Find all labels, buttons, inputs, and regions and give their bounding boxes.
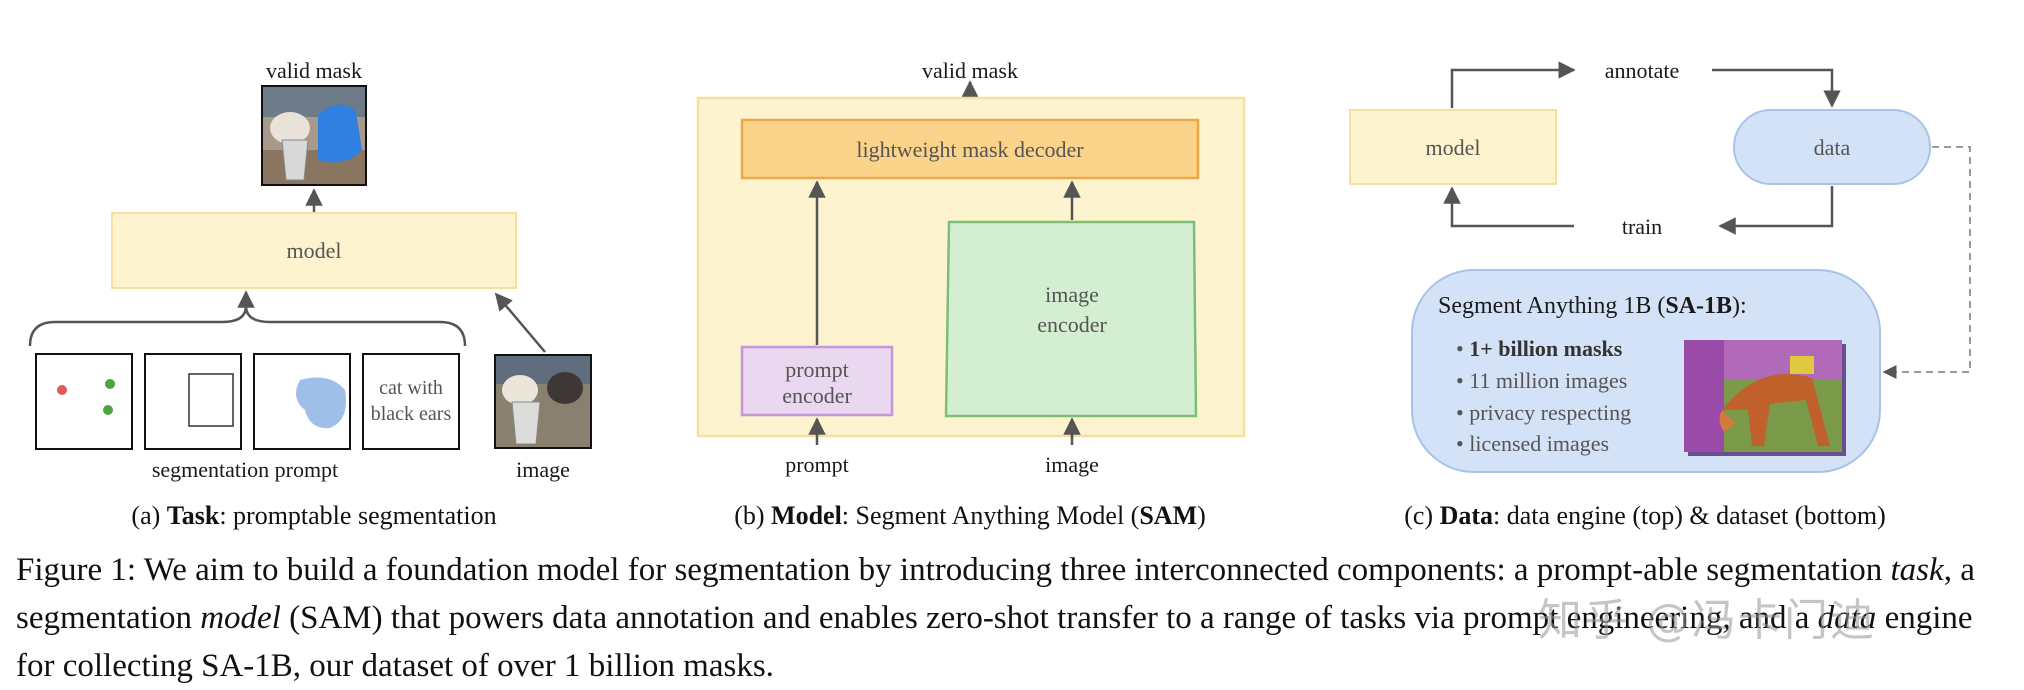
dataset-sample-image (1684, 340, 1846, 456)
train-label: train (1622, 214, 1662, 239)
figure-label: Figure 1: (16, 552, 137, 588)
mask-decoder-box (740, 118, 1200, 180)
input-image-a (494, 354, 592, 449)
image-encoder-box (944, 220, 1198, 418)
bullet-4: • licensed images (1456, 431, 1609, 456)
image-encoder-label-2: encoder (1037, 312, 1107, 337)
valid-mask-label-a: valid mask (266, 58, 362, 83)
figure-diagram: valid mask model cat with black ears (28, 58, 1971, 530)
prompt-brace (28, 305, 467, 347)
dataset-title: Segment Anything 1B (SA-1B): (1438, 293, 1747, 319)
annotate-label: annotate (1605, 58, 1680, 83)
figure-caption: Figure 1: We aim to build a foundation m… (16, 552, 1975, 684)
text-prompt-line1: cat with (379, 377, 443, 399)
text-prompt-box (362, 353, 460, 450)
panel-data: annotate model data train Segment Anythi… (1349, 58, 1971, 530)
panel-task: valid mask model cat with black ears (28, 58, 592, 530)
caption-c: (c) Data: data engine (top) & dataset (b… (1404, 501, 1886, 530)
mask-decoder-label: lightweight mask decoder (856, 137, 1084, 162)
mask-output-image (261, 85, 367, 186)
bullet-1: • 1+ billion masks (1456, 336, 1623, 361)
bullet-2: • 11 million images (1456, 368, 1627, 393)
caption-a: (a) Task: promptable segmentation (131, 501, 496, 530)
watermark: 知乎 @冯卡门迪 (1538, 595, 1876, 646)
model-label-a: model (287, 238, 342, 263)
text-prompt-line2: black ears (371, 403, 452, 425)
point-prompt-box (35, 353, 133, 450)
data-box (1733, 109, 1931, 185)
caption-b: (b) Model: Segment Anything Model (SAM) (734, 501, 1206, 530)
prompt-encoder-label-1: prompt (785, 357, 849, 382)
model-label-c: model (1426, 135, 1481, 160)
box-prompt-box (144, 353, 242, 450)
prompt-encoder-label-2: encoder (782, 383, 852, 408)
image-encoder-label-1: image (1045, 282, 1099, 307)
bullet-3: • privacy respecting (1456, 400, 1631, 425)
valid-mask-label-b: valid mask (922, 58, 1018, 83)
model-box-a (111, 212, 517, 289)
panel-model: valid mask lightweight mask decoder prom… (696, 58, 1246, 530)
prompt-encoder-box (740, 345, 894, 417)
image-label-b: image (1045, 452, 1099, 477)
segmentation-prompt-label: segmentation prompt (152, 457, 338, 482)
image-label-a: image (516, 457, 570, 482)
model-box-c (1349, 109, 1557, 185)
prompt-label-b: prompt (785, 452, 849, 477)
data-label: data (1814, 135, 1851, 160)
